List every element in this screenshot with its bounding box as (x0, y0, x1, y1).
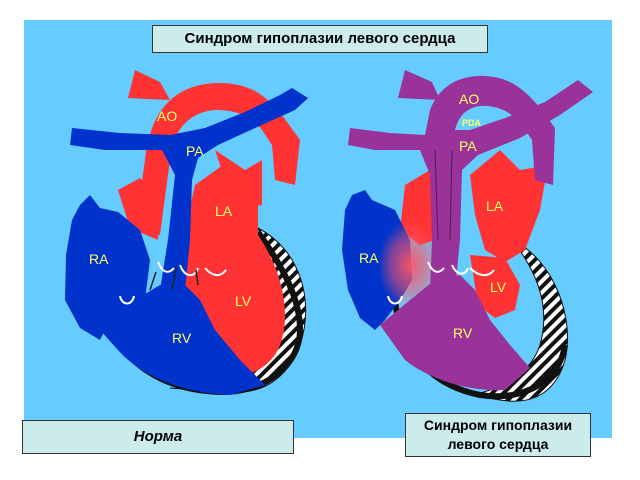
normal-caption: Норма (22, 420, 294, 454)
normal-label-rv: RV (172, 330, 192, 346)
normal-heart: AO PA LA RA LV RV (65, 70, 308, 396)
normal-label-ao: AO (157, 108, 177, 124)
hlhs-aorta-branch (398, 70, 440, 100)
normal-right-ventricle (100, 280, 265, 395)
hlhs-valves (387, 261, 495, 305)
hlhs-label-ra: RA (359, 250, 379, 266)
normal-label-lv: LV (235, 293, 252, 309)
hlhs-label-pa: PA (459, 138, 477, 154)
normal-aorta-branch (128, 70, 170, 100)
hlhs-label-rv: RV (453, 325, 473, 341)
hlhs-pericardium (469, 239, 569, 402)
hlhs-caption-line1: Синдром гипоплазии (423, 417, 573, 433)
hlhs-vessel-lines (434, 149, 453, 241)
hlhs-label-la: LA (486, 198, 504, 214)
hlhs-heart: AO PDA PA LA RA LV RV (342, 70, 593, 402)
normal-valves-dark (149, 267, 199, 291)
hlhs-left-atrium (470, 150, 548, 262)
hlhs-label-lv: LV (490, 279, 507, 295)
hlhs-left-ventricle (470, 255, 520, 318)
hlhs-label-ao: AO (459, 91, 479, 107)
hlhs-great-vessels (348, 75, 593, 290)
normal-valves (119, 261, 227, 305)
page-title: Синдром гипоплазии левого сердца (152, 25, 488, 53)
normal-label-la: LA (215, 203, 233, 219)
hlhs-label-pda: PDA (462, 118, 482, 128)
normal-la-lobe (215, 150, 262, 210)
normal-label-ra: RA (89, 251, 109, 267)
hlhs-right-ventricle (380, 275, 530, 391)
normal-pulmonary-artery (70, 88, 308, 290)
hlhs-caption: Синдром гипоплазии левого сердца (405, 413, 591, 457)
normal-aorta-base (118, 178, 160, 240)
normal-label-pa: PA (186, 143, 204, 159)
hlhs-caption-line2: левого сердца (447, 436, 549, 452)
